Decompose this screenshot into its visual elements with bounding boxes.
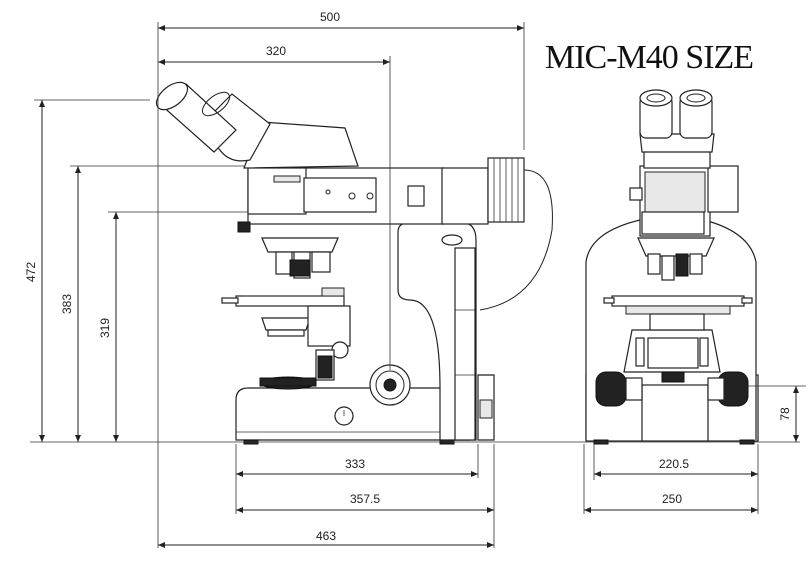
dimension-250: 250 [583,444,758,514]
dim-label-319: 319 [98,318,112,338]
dimension-383: 383 [60,165,244,442]
dimension-78: 78 [748,385,806,442]
dimension-333: 333 [235,444,479,514]
dim-label-500: 500 [320,10,340,24]
eyepiece [155,81,271,162]
dimension-319: 319 [98,211,248,442]
dimension-500: 500 [157,10,525,548]
diagram-title: MIC-M40 SIZE [545,39,753,76]
dim-label-78: 78 [778,407,792,421]
dimension-320: 320 [158,44,391,370]
front-view-microscope [585,89,759,445]
dim-label-357-5: 357.5 [350,492,380,506]
dim-label-383: 383 [60,294,74,314]
dim-label-333: 333 [345,457,365,471]
dimension-463: 463 [158,529,494,548]
dim-label-472: 472 [24,262,38,282]
side-view-microscope [155,81,553,445]
dimension-220-5: 220.5 [593,444,759,514]
dim-label-320: 320 [266,44,286,58]
dimension-357-5: 357.5 [236,444,495,548]
dimension-472: 472 [24,99,150,442]
dim-label-220-5: 220.5 [659,457,689,471]
dim-label-250: 250 [662,492,682,506]
front-eyepieces [639,89,713,139]
dim-label-463: 463 [316,529,336,543]
